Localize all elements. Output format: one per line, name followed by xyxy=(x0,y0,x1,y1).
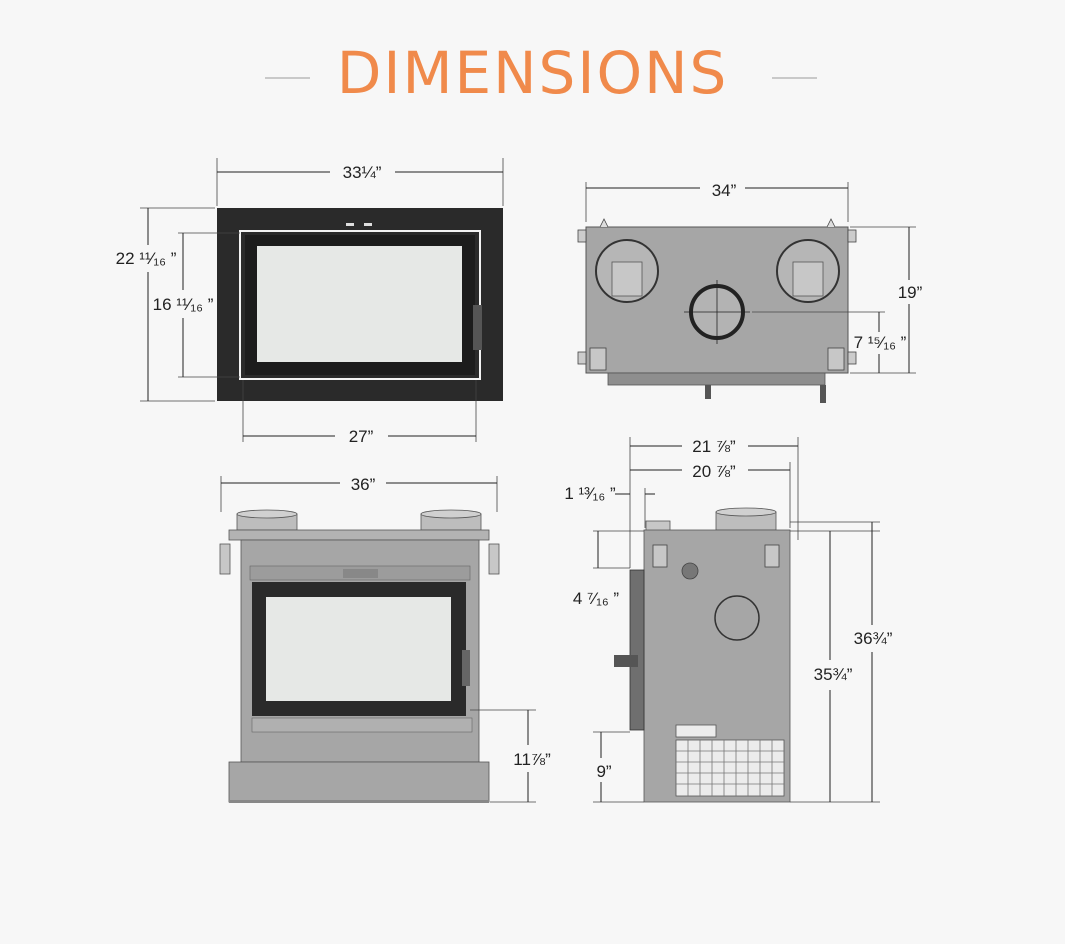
dim-top-collar-offset: 7 ¹⁵⁄₁₆ ” xyxy=(854,333,907,352)
front-base xyxy=(228,761,490,803)
dim-side-door-offset: 1 ¹³⁄₁₆ ” xyxy=(564,484,616,503)
dim-front-base-height: 11⅞” xyxy=(513,750,551,769)
front-glass xyxy=(266,597,451,701)
front-view: 36” 11⅞” xyxy=(219,475,551,803)
dim-top-depth: 19” xyxy=(898,283,923,302)
dim-front-door-height: 22 ¹¹⁄₁₆ ” xyxy=(116,249,177,268)
side-vent-grille xyxy=(675,739,785,797)
dim-side-depth-body: 20 ⅞” xyxy=(692,462,736,481)
dim-front-door-width: 33¼” xyxy=(343,163,382,182)
side-view: 21 ⅞” 20 ⅞” 1 ¹³⁄₁₆ ” 4 ⁷⁄₁₆ ” 9” 35¾” 3… xyxy=(564,437,893,803)
title-rule-right xyxy=(772,77,817,79)
dim-front-door-glass-height: 16 ¹¹⁄₁₆ ” xyxy=(153,295,214,314)
title-rule-left xyxy=(265,77,310,79)
dim-side-height-overall: 36¾” xyxy=(854,629,893,648)
dim-top-width: 34” xyxy=(712,181,737,200)
dim-side-height-body: 35¾” xyxy=(814,665,853,684)
front-door-view: 33¼” 22 ¹¹⁄₁₆ ” 16 ¹¹⁄₁₆ ” 27” xyxy=(116,158,504,446)
dim-side-depth-overall: 21 ⅞” xyxy=(692,437,736,456)
dim-side-base-height: 9” xyxy=(596,762,611,781)
door-glass xyxy=(257,246,462,362)
page-title: DIMENSIONS xyxy=(336,39,729,107)
dim-side-top-offset: 4 ⁷⁄₁₆ ” xyxy=(573,589,619,608)
dim-front-door-glass-width: 27” xyxy=(349,427,374,446)
dim-front-width: 36” xyxy=(351,475,376,494)
top-view: 34” 19” 7 ¹⁵⁄₁₆ ” xyxy=(577,181,923,403)
